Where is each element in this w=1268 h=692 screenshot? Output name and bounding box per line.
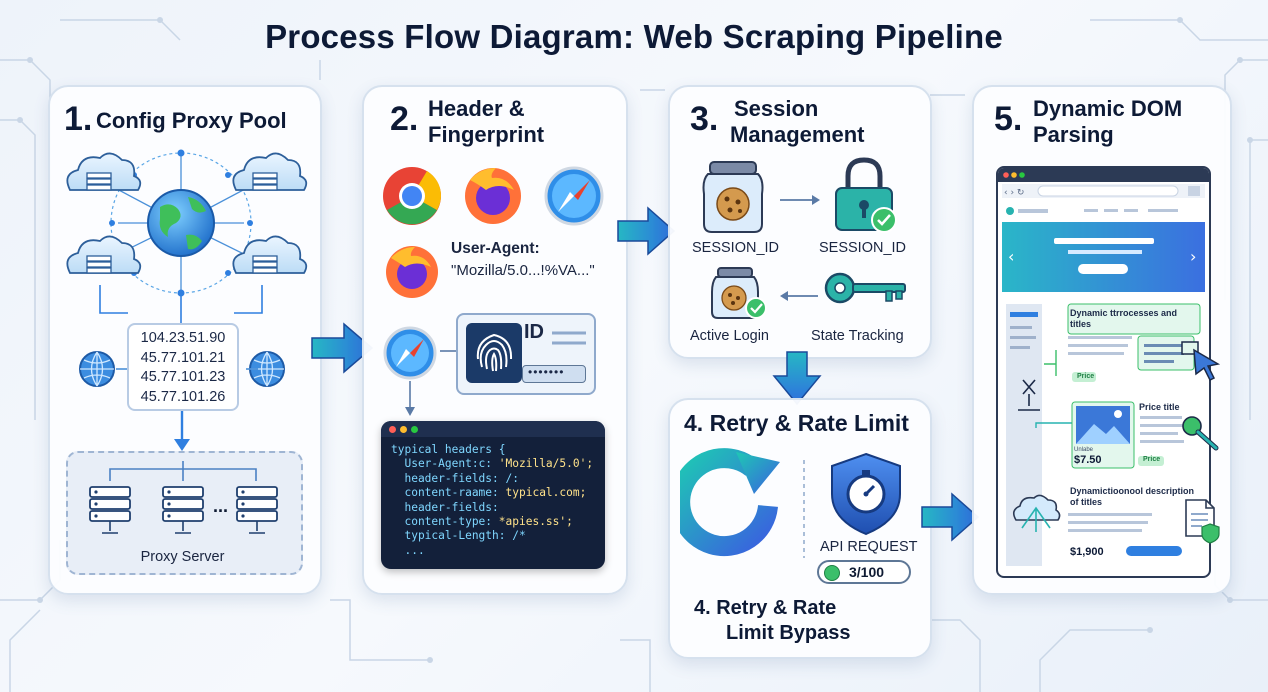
cookie-jar-icon — [702, 161, 764, 233]
step-4-title: 4. Retry & Rate Limit — [684, 411, 909, 436]
svg-text:›: › — [1190, 247, 1196, 266]
price-button[interactable]: Price — [1143, 456, 1161, 463]
session-id-label: SESSION_ID — [692, 240, 780, 256]
step-3-number: 3. — [690, 100, 719, 138]
tag-label: Price — [1077, 373, 1095, 380]
diagram-title: Process Flow Diagram: Web Scraping Pipel… — [265, 18, 1003, 55]
ip-address: 45.77.101.26 — [140, 388, 226, 405]
price-small-label: Unlabe — [1074, 447, 1094, 453]
code-lines: typical headers { User-Agent:c: 'Mozilla… — [391, 443, 594, 557]
retry-icon — [680, 448, 780, 557]
step-4-footer-line1: 4. Retry & Rate — [694, 597, 837, 619]
session-graphic — [702, 157, 906, 319]
step-4-footer-line2: Limit Bypass — [726, 622, 851, 644]
globe-icon — [147, 189, 215, 257]
step-2-number: 2. — [390, 100, 419, 138]
proxy-server-label: Proxy Server — [140, 549, 225, 565]
user-agent-label: User-Agent: — [451, 240, 540, 257]
state-tracking-label: State Tracking — [811, 328, 904, 344]
browser-window: ‹ › ↻ ‹ › — [996, 166, 1211, 578]
id-label: ID — [524, 321, 544, 343]
browser-mockup-graphic: ‹ › ↻ ‹ › — [998, 168, 1209, 566]
key-icon — [824, 272, 906, 304]
code-snippet: typical headers { User-Agent:c: 'Mozilla… — [381, 421, 605, 569]
session-id-label: SESSION_ID — [819, 240, 907, 256]
step-5-title-line2: Parsing — [1033, 122, 1114, 147]
flow-arrow-icon — [921, 492, 980, 542]
flow-arrow-icon — [311, 322, 374, 374]
active-login-label: Active Login — [690, 328, 769, 344]
retry-graphic — [680, 448, 901, 558]
api-request-label: API REQUEST — [820, 539, 918, 555]
step-5-title-line1: Dynamic DOM — [1033, 96, 1183, 121]
ip-address: 45.77.101.21 — [140, 349, 226, 366]
svg-text:‹: ‹ — [1008, 247, 1014, 266]
step-2-title-line2: Fingerprint — [428, 122, 545, 147]
cookie-jar-icon — [711, 267, 767, 319]
id-password-dots: ••••••• — [528, 365, 565, 379]
dynamic-text-2: Dynamictioonool description of titles — [1070, 486, 1195, 507]
flow-arrow-icon — [617, 206, 676, 256]
ip-address: 104.23.51.90 — [140, 330, 226, 346]
proxy-network-graphic — [66, 149, 308, 323]
step-1-title: Config Proxy Pool — [96, 108, 287, 133]
firefox-icon — [386, 246, 438, 298]
text-lines — [552, 331, 586, 345]
id-password-field — [522, 365, 586, 383]
padlock-icon — [835, 157, 897, 233]
chrome-icon — [383, 167, 442, 225]
flow-arrow-down-icon — [772, 351, 822, 406]
proxy-server-graphic — [89, 461, 278, 534]
ip-address: 45.77.101.23 — [140, 369, 226, 385]
browser-icons-graphic — [383, 166, 604, 298]
shield-stopwatch-icon — [831, 452, 901, 536]
server-rack-icon — [89, 486, 278, 534]
step-4-number: 4. — [684, 410, 704, 436]
step-5-number: 5. — [994, 100, 1023, 138]
connector-line — [116, 368, 258, 370]
globe-icon — [79, 351, 115, 387]
rate-limit-counter: 3/100 — [817, 560, 911, 584]
step-3-title-line1: Session — [734, 96, 819, 121]
connector-line — [440, 350, 456, 352]
price-value: $7.50 — [1074, 454, 1102, 466]
document-shield-icon — [1185, 499, 1220, 544]
status-dot — [824, 565, 840, 581]
firefox-icon — [465, 168, 521, 224]
ellipsis-text: ... — [213, 496, 229, 516]
down-arrow-icon — [174, 411, 190, 451]
cursor-pointer-icon — [1181, 341, 1221, 382]
step-2-title-line1: Header & — [428, 96, 525, 121]
magnifier-icon — [1182, 416, 1219, 451]
ip-address-list: 104.23.51.90 45.77.101.21 45.77.101.23 4… — [127, 323, 239, 411]
code-window-bar — [381, 421, 605, 437]
fingerprint-icon — [466, 323, 522, 383]
server-cloud-icon — [66, 152, 308, 274]
step-1-number: 1. — [64, 100, 93, 138]
rate-counter-value: 3/100 — [849, 564, 885, 580]
step-4-card — [668, 398, 932, 659]
step-4-title-text: Retry & Rate Limit — [709, 410, 909, 436]
user-agent-value: "Mozilla/5.0...!%VA..." — [451, 262, 595, 279]
id-card: ID ••••••• — [456, 313, 596, 395]
price-value-2: $1,900 — [1070, 546, 1104, 558]
svg-text:‹ › ↻: ‹ › ↻ — [1004, 188, 1024, 198]
safari-icon — [544, 166, 604, 226]
price-title: Price title — [1139, 402, 1180, 412]
step-3-title-line2: Management — [730, 122, 865, 147]
dynamic-text-1: Dynamic ttrrocesses and titles — [1070, 308, 1178, 329]
safari-icon — [383, 326, 437, 416]
